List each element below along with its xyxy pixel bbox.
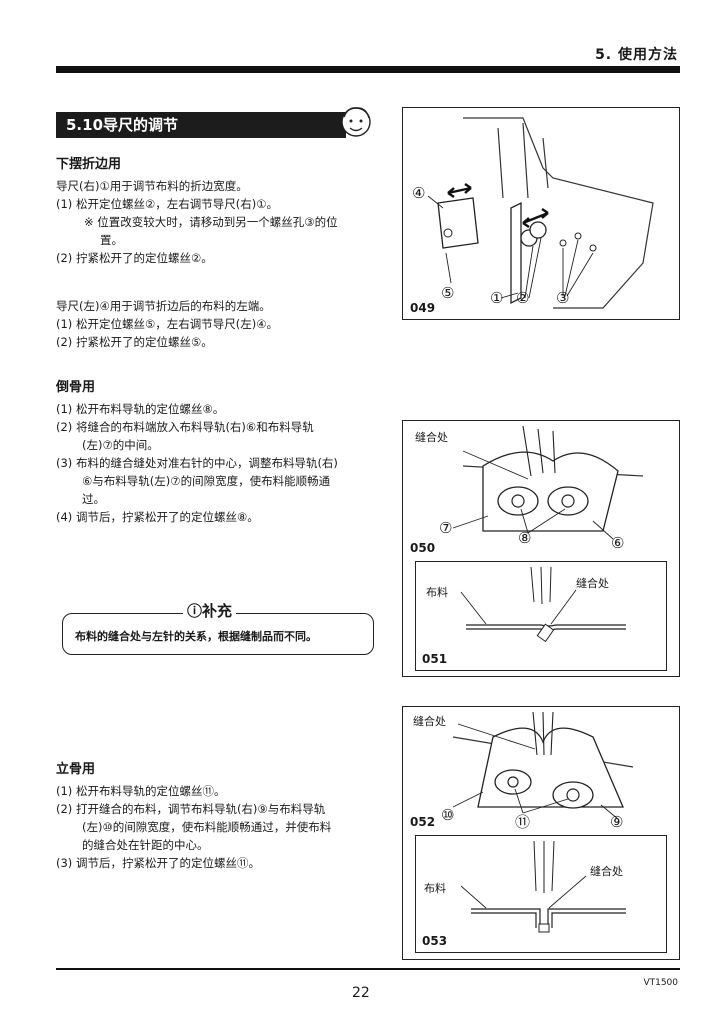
stand-text: (1) 松开布料导轨的定位螺丝⑪。 (2) 打开缝合的布料，调节布料导轨(右)⑨… xyxy=(56,784,332,870)
fold-heading: 倒骨用 xyxy=(56,380,96,395)
seam-label-051: 缝合处 xyxy=(576,577,609,590)
figure-051-id: 051 xyxy=(422,652,448,666)
hem-heading: 下摆折边用 xyxy=(56,157,122,172)
callout-2: ② xyxy=(516,289,530,307)
figure-049-illustration xyxy=(427,117,654,309)
callout-8: ⑧ xyxy=(518,529,532,547)
seam-label-050: 缝合处 xyxy=(415,431,448,444)
supplement-title: ⓘ补充 xyxy=(183,600,237,621)
figure-053-illustration xyxy=(460,840,626,933)
callout-4: ④ xyxy=(412,184,426,202)
callout-7: ⑦ xyxy=(439,519,453,537)
figure-050-illustration xyxy=(452,425,644,540)
model-code: VT1500 xyxy=(643,978,678,988)
callout-11: ⑪ xyxy=(515,813,531,831)
cloth-label-053: 布料 xyxy=(424,882,446,895)
seam-label-052: 缝合处 xyxy=(413,715,446,728)
figure-053: 布料 缝合处 053 xyxy=(415,835,667,953)
footer-rule xyxy=(56,968,680,970)
cloth-label-051: 布料 xyxy=(426,586,448,599)
seam-label-053: 缝合处 xyxy=(590,865,623,878)
figure-052-id: 052 xyxy=(410,815,436,829)
chapter-title: 5. 使用方法 xyxy=(595,47,678,63)
figure-053-id: 053 xyxy=(422,934,448,948)
figure-052: 缝合处 ⑩ ⑪ ⑨ 052 布料 缝合处 053 xyxy=(402,706,680,960)
figure-051: 布料 缝合处 051 xyxy=(415,561,667,671)
figure-049: 049 ④ ⑤ ① ② ③ xyxy=(402,107,680,320)
stand-heading: 立骨用 xyxy=(56,762,96,777)
figure-050-id: 050 xyxy=(410,541,436,555)
section-title: 5.10导尺的调节 xyxy=(56,112,346,138)
callout-5: ⑤ xyxy=(441,284,455,302)
callout-9: ⑨ xyxy=(610,813,624,831)
page-number: 22 xyxy=(352,985,370,1001)
hem-text: 导尺(右)①用于调节布料的折边宽度。 (1) 松开定位螺丝②，左右调节导尺(右)… xyxy=(56,179,338,265)
figure-051-illustration xyxy=(460,566,626,643)
fold-text: (1) 松开布料导轨的定位螺丝⑧。 (2) 将缝合的布料端放入布料导轨(右)⑥和… xyxy=(56,402,338,524)
callout-3: ③ xyxy=(556,289,570,307)
reader-face-icon xyxy=(341,107,371,137)
supplement-text: 布料的缝合处与左针的关系，根据缝制品而不同。 xyxy=(75,630,317,643)
header-rule xyxy=(56,66,680,73)
figure-052-illustration xyxy=(452,711,634,820)
callout-6: ⑥ xyxy=(611,534,625,552)
callout-10: ⑩ xyxy=(441,806,455,824)
callout-1: ① xyxy=(490,289,504,307)
figure-049-id: 049 xyxy=(410,301,436,315)
hem-text-2: 导尺(左)④用于调节折边后的布料的左端。 (1) 松开定位螺丝⑤，左右调节导尺(… xyxy=(56,299,279,349)
figure-050: 缝合处 ⑦ ⑧ ⑥ 050 布料 缝合处 051 xyxy=(402,420,680,677)
